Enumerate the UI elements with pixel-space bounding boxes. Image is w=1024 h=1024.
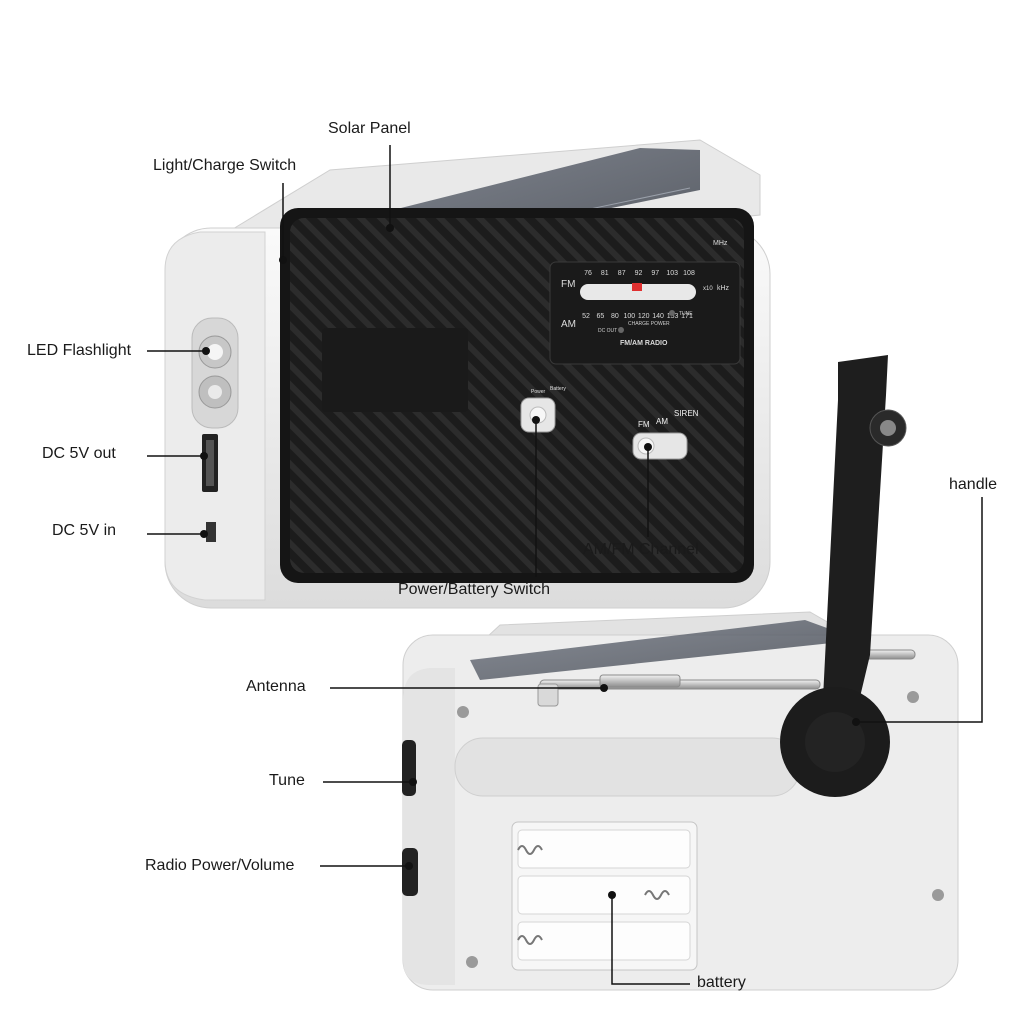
screw-icon [932,889,944,901]
dial-am-label: AM [561,319,576,330]
screw-icon [907,691,919,703]
siren-switch-label: SIREN [674,409,699,418]
screw-icon [457,706,469,718]
fm-tick-label: 103 [666,270,678,277]
callout-lines [147,145,983,985]
tune-indicator-icon [669,310,675,316]
radio-dial: FM AM MHz x10 kHz 76 81 87 92 97 103 108 52 65 8… [549,240,741,365]
solar-panel-label: Solar Panel [328,120,411,137]
am-tick-label: 171 [681,313,693,320]
fm-tick-label: 87 [618,270,626,277]
fm-tick-label: 97 [651,270,659,277]
battery-compartment [511,821,698,971]
front-radio: FM AM MHz x10 kHz 76 81 87 92 97 103 108 52 65 8… [164,139,771,609]
dc-in-port [206,522,216,542]
screw-icon [466,956,478,968]
dial-mhz-label: MHz [713,240,728,247]
tune-knob[interactable] [402,740,416,796]
am-tick-label: 80 [611,313,619,320]
dial-fm-label: FM [561,279,575,290]
am-tick-label: 153 [667,313,679,320]
power-label: Power [531,389,546,395]
tuning-bar [580,284,696,300]
back-solar-panel [470,620,860,680]
tuning-indicator [632,283,642,291]
fm-tick-label: 81 [601,270,609,277]
fm-tick-label: 108 [683,270,695,277]
am-tick-label: 120 [638,313,650,320]
back-radio [402,355,959,991]
power-battery-switch[interactable]: Power Battery [520,386,566,433]
radio-power-volume-label: Radio Power/Volume [145,857,295,874]
dial-khz-label: kHz [717,285,730,292]
dial-brand-label: FM/AM RADIO [620,340,668,347]
am-switch-label: AM [656,417,668,426]
radio-power-volume-knob[interactable] [402,848,418,896]
power-battery-switch-label: Power/Battery Switch [398,581,551,598]
am-tick-label: 52 [582,313,590,320]
fm-tick-label: 92 [635,270,643,277]
front-window [322,328,468,412]
dial-fm-ticks: 76 81 87 92 97 103 108 [584,270,695,277]
am-tick-label: 100 [623,313,635,320]
led-flashlight-label: LED Flashlight [27,342,132,359]
callout-dots [200,224,860,899]
dial-x10-label: x10 [703,286,713,292]
dial-dc-out-label: DC OUT [598,328,617,334]
led-flashlight [191,317,239,429]
am-tick-label: 65 [597,313,605,320]
tune-label: Tune [269,772,305,789]
dc-in-label: DC 5V in [52,522,117,539]
dc-out-label: DC 5V out [42,445,116,462]
antenna-label: Antenna [246,678,306,695]
crank-handle[interactable] [780,355,907,797]
fm-tick-label: 76 [584,270,592,277]
am-tick-label: 140 [652,313,664,320]
dial-charge-power-label: CHARGE POWER [628,321,670,327]
am-fm-channel-label: AM/FM Channel [583,541,699,558]
charge-indicator-icon [618,327,624,333]
battery-label: battery [697,974,746,991]
light-charge-switch-label: Light/Charge Switch [153,157,297,174]
battery-label: Battery [550,386,566,392]
fm-switch-label: FM [638,420,650,429]
handle-label: handle [949,476,998,493]
antenna [537,649,916,707]
dial-tune-label: TUNE [679,311,693,317]
